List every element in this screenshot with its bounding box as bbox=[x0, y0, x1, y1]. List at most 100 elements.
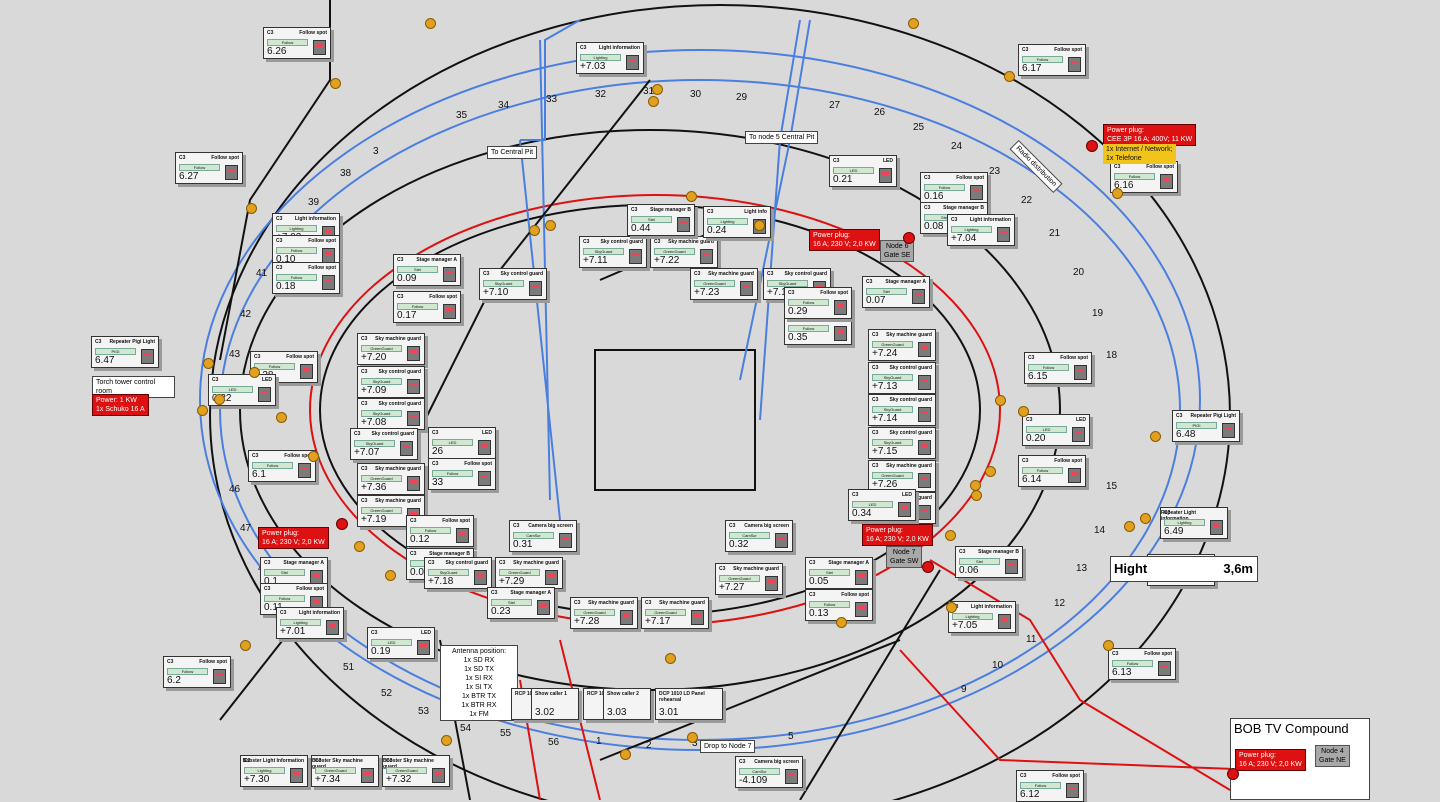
device-type-bar: Follow bbox=[788, 325, 829, 332]
device-id: 0.16 bbox=[924, 191, 944, 202]
device-zone: C3 bbox=[1020, 773, 1027, 779]
antenna-panel: Antenna position: 1x SD RX 1x SD TX 1x S… bbox=[440, 645, 518, 721]
device-zone: C3 bbox=[1114, 164, 1121, 170]
device-zone: C3 bbox=[361, 401, 368, 407]
device-unit-icon bbox=[879, 168, 892, 183]
device-type-bar: GreenGuard bbox=[719, 575, 760, 582]
device-title: Sky control guard bbox=[889, 365, 932, 371]
device-unit-icon bbox=[432, 768, 445, 783]
device-id: +7.28 bbox=[574, 616, 600, 627]
device-unit-icon bbox=[775, 533, 788, 548]
device-unit-icon bbox=[1210, 520, 1223, 535]
device-unit-icon bbox=[855, 570, 868, 585]
device-title: Sky machine guard bbox=[588, 600, 634, 606]
junction-marker bbox=[1140, 513, 1151, 524]
device-zone: C3 bbox=[491, 590, 498, 596]
device-type-bar: Follow bbox=[1022, 56, 1063, 63]
junction-marker bbox=[529, 225, 540, 236]
device-id: +7.08 bbox=[361, 417, 387, 428]
device-type-bar: Follow bbox=[179, 164, 220, 171]
device-id: +7.32 bbox=[386, 774, 412, 785]
device-unit-icon bbox=[313, 40, 326, 55]
device-unit-icon bbox=[322, 275, 335, 290]
device-title: Follow spot bbox=[956, 175, 984, 181]
device-title: Sky control guard bbox=[378, 369, 421, 375]
device-title: Sky machine guard bbox=[659, 600, 705, 606]
device-zone: C3 bbox=[719, 566, 726, 572]
device-id: 6.17 bbox=[1022, 63, 1042, 74]
junction-marker bbox=[648, 96, 659, 107]
device-title: Follow spot bbox=[296, 586, 324, 592]
ring-number: 23 bbox=[989, 166, 1001, 177]
ring-number: 39 bbox=[308, 197, 320, 208]
device-id: 0.13 bbox=[809, 608, 829, 619]
device-type-bar: GreenGuard bbox=[361, 345, 402, 352]
device-unit-icon bbox=[918, 440, 931, 455]
device-id: 6.15 bbox=[1028, 371, 1048, 382]
device-zone: C3 bbox=[483, 271, 490, 277]
device-title: Follow spot bbox=[284, 453, 312, 459]
device-zone: C3 bbox=[872, 430, 879, 436]
